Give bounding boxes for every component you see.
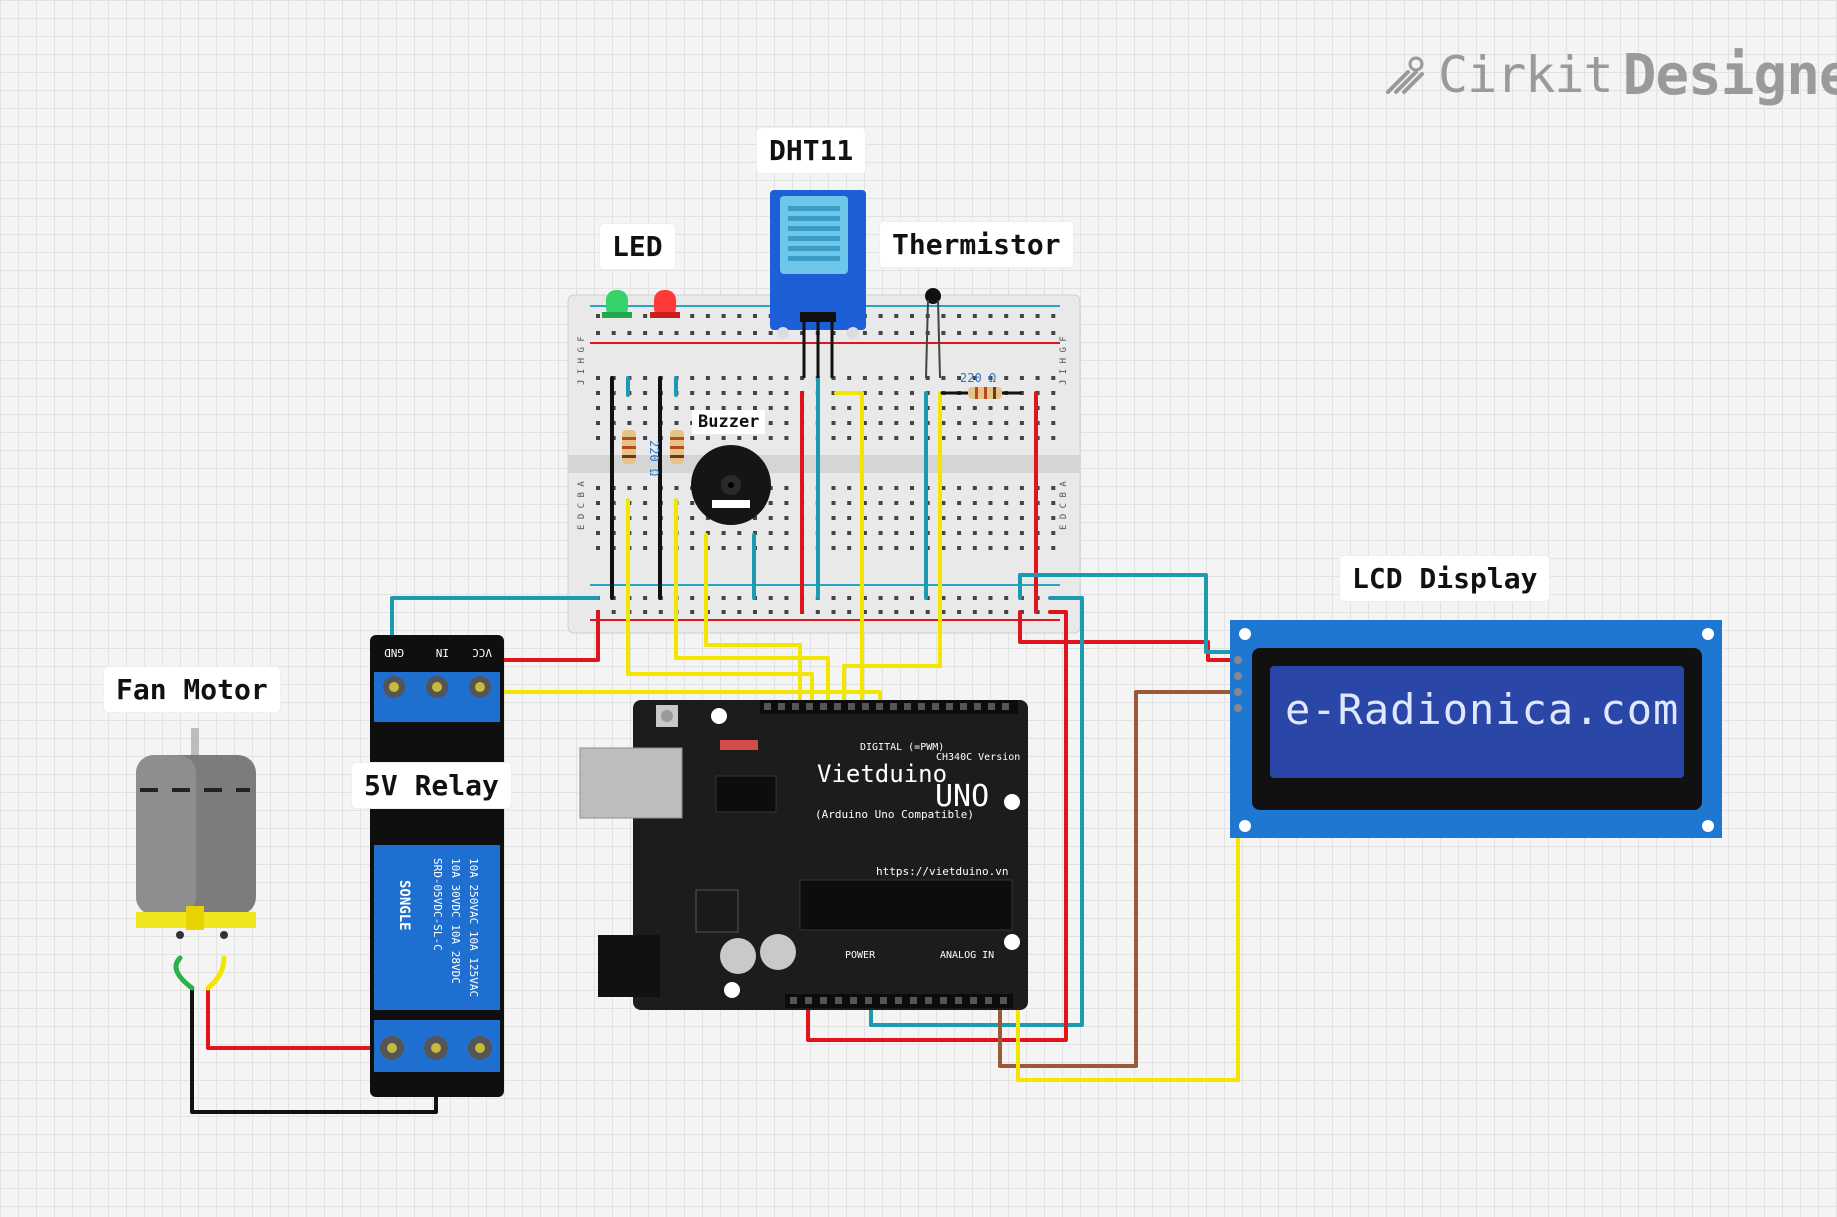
row-letters-bottom: E D C B A — [577, 481, 587, 530]
power-analog-pins — [790, 997, 1007, 1004]
wire-yellow-led2[interactable] — [674, 498, 830, 707]
resistor-thermistor[interactable] — [968, 387, 1002, 399]
buzzer-label: Buzzer — [692, 410, 766, 434]
arduino-analog-label: ANALOG IN — [940, 950, 994, 961]
wire-yellow-thermistor[interactable] — [842, 391, 942, 707]
wire-blue-lcd-gnd[interactable] — [1018, 573, 1240, 654]
lcd-label: LCD Display — [1340, 556, 1550, 601]
lcd-display[interactable] — [1230, 620, 1722, 838]
relay-pin-in: IN — [436, 646, 449, 659]
row-letters-bottom-right: E D C B A — [1059, 481, 1069, 530]
dht11-sensor[interactable] — [770, 190, 866, 378]
wire-brown-lcd-sda[interactable] — [998, 690, 1240, 1068]
inductor — [695, 889, 739, 933]
arduino-subtitle: (Arduino Uno Compatible) — [815, 808, 974, 821]
resistor-led2[interactable] — [670, 430, 684, 464]
arduino-url: https://vietduino.vn — [876, 865, 1008, 878]
row-letters-top-right: J I H G F — [1059, 336, 1069, 385]
wire-yellow-lcd-scl[interactable] — [1016, 706, 1240, 1082]
arduino-model: UNO — [935, 779, 989, 814]
led-green[interactable] — [602, 290, 632, 318]
arduino-uno[interactable]: Vietduino UNO (Arduino Uno Compatible) h… — [579, 700, 1028, 1010]
relay-cube-line-3: SRD-05VDC-SL-C — [431, 858, 444, 951]
brand-logo: Cirkit Designer — [1382, 40, 1837, 110]
breadboard[interactable]: J I H G F J I H G F E D C B A E D C B A — [567, 294, 1081, 634]
thermistor-label: Thermistor — [880, 222, 1073, 267]
resistor-thermistor-label: 220 Ω — [960, 371, 996, 385]
dc-jack — [598, 935, 660, 997]
relay-label: 5V Relay — [352, 763, 511, 808]
dht11-label: DHT11 — [757, 128, 866, 173]
capacitor-2 — [760, 934, 796, 970]
led-red[interactable] — [650, 290, 680, 318]
fan-lead-yellow — [205, 955, 227, 991]
fan-motor[interactable] — [136, 728, 256, 939]
wire-yellow-dht-data[interactable] — [834, 391, 864, 707]
power-leds — [720, 740, 758, 750]
breadboard-center-channel — [568, 455, 1080, 473]
atmega-chip — [799, 879, 1013, 931]
wire-blue-arduino-gnd[interactable] — [869, 596, 1084, 1027]
thermistor[interactable] — [925, 288, 941, 379]
arduino-brand: Vietduino — [817, 760, 947, 788]
brand-name-part2: Designer — [1622, 42, 1837, 108]
arduino-digital-label: DIGITAL (=PWM) — [860, 742, 944, 753]
fan-lead-green — [173, 955, 195, 991]
relay-cube-brand: SONGLE — [396, 880, 412, 931]
cirkit-logo-icon — [1386, 56, 1424, 94]
relay-cube — [374, 845, 500, 1010]
relay-cube-line-2: 10A 30VDC 10A 28VDC — [449, 858, 462, 984]
lcd-screen-text: e-Radionica.com — [1285, 685, 1680, 734]
buzzer[interactable] — [691, 445, 771, 525]
relay-cube-line-1: 10A 250VAC 10A 125VAC — [467, 858, 480, 997]
relay-pin-gnd: GND — [384, 646, 404, 659]
wire-yellow-buzzer[interactable] — [704, 533, 802, 707]
row-letters-top: J I H G F — [577, 336, 587, 385]
capacitor-1 — [720, 938, 756, 974]
ch340-chip — [715, 775, 777, 813]
resistor-led1[interactable] — [622, 430, 636, 464]
relay-pin-vcc: VCC — [472, 646, 492, 659]
wire-red-fan[interactable] — [206, 986, 394, 1050]
fan-label: Fan Motor — [104, 667, 280, 712]
arduino-chip-text: CH340C Version — [936, 752, 1020, 763]
led-label: LED — [600, 224, 675, 269]
wire-yellow-led1[interactable] — [626, 498, 814, 707]
brand-name-part1: Cirkit — [1438, 46, 1614, 104]
wire-red-arduino-5v[interactable] — [806, 610, 1068, 1042]
relay-module[interactable]: 10A 250VAC 10A 125VAC 10A 30VDC 10A 28VD… — [370, 635, 504, 1097]
arduino-power-label: POWER — [845, 950, 876, 961]
resistor-value-label: 220 Ω — [647, 440, 661, 476]
digital-pins — [764, 703, 1009, 710]
usb-port — [579, 747, 683, 819]
